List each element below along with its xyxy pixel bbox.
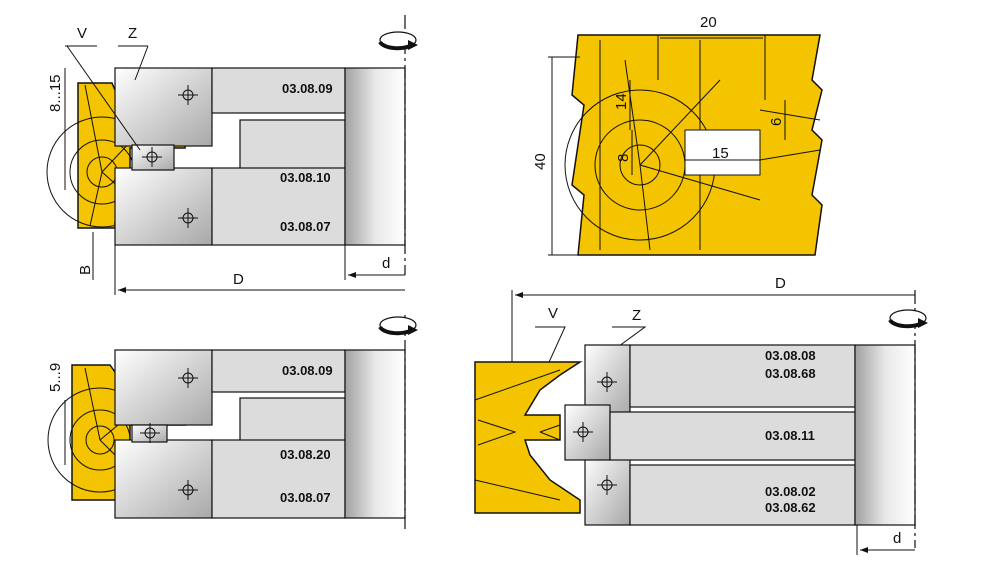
top-left-assembly: 03.08.09 03.08.10 03.08.07 V Z 8...15 B … xyxy=(46,15,420,295)
dimension-14: 14 xyxy=(613,93,630,110)
dimension-D: D xyxy=(775,275,786,292)
dimension-15: 15 xyxy=(712,145,729,162)
dimension-20: 20 xyxy=(700,14,717,31)
part-code: 03.08.09 xyxy=(282,81,333,96)
dimension-d: d xyxy=(382,255,390,272)
rotation-icon xyxy=(888,308,930,330)
dimension-height: 8...15 xyxy=(47,74,64,112)
label-v: V xyxy=(548,305,558,322)
bottom-left-assembly: 03.08.09 03.08.20 03.08.07 5...9 xyxy=(47,315,420,530)
part-code: 03.08.68 xyxy=(765,366,816,381)
cutter-knife-bottom xyxy=(114,439,213,519)
dimension-6: 6 xyxy=(768,118,785,126)
dimension-40: 40 xyxy=(532,153,549,170)
cutter-knife-bottom xyxy=(114,167,213,246)
label-z: Z xyxy=(128,25,137,42)
bottom-right-assembly: D V Z 03.08.08 03.08.68 03.08.11 03.08.0… xyxy=(474,275,930,555)
part-code: 03.08.11 xyxy=(765,428,815,443)
part-code: 03.08.07 xyxy=(280,219,331,234)
dimension-D: D xyxy=(233,271,244,288)
part-code: 03.08.09 xyxy=(282,363,333,378)
hub xyxy=(344,349,406,519)
workpiece-profile xyxy=(474,361,583,514)
part-code: 03.08.08 xyxy=(765,348,816,363)
profile-dimension-drawing: 20 40 14 8 15 6 xyxy=(532,14,823,256)
part-code: 03.08.62 xyxy=(765,500,816,515)
part-code: 03.08.20 xyxy=(280,447,331,462)
rotation-icon xyxy=(378,315,420,337)
label-z: Z xyxy=(632,307,641,324)
dimension-height: 5...9 xyxy=(47,363,64,392)
part-code: 03.08.10 xyxy=(280,170,331,185)
cutter-knife-top xyxy=(114,349,213,426)
label-v: V xyxy=(77,25,87,42)
part-code: 03.08.07 xyxy=(280,490,331,505)
dimension-8: 8 xyxy=(615,154,632,162)
part-code: 03.08.02 xyxy=(765,484,816,499)
dimension-b: B xyxy=(77,265,94,275)
rotation-icon xyxy=(378,30,420,52)
hub xyxy=(854,344,916,526)
hub xyxy=(344,67,406,246)
dimension-d: d xyxy=(893,530,901,547)
